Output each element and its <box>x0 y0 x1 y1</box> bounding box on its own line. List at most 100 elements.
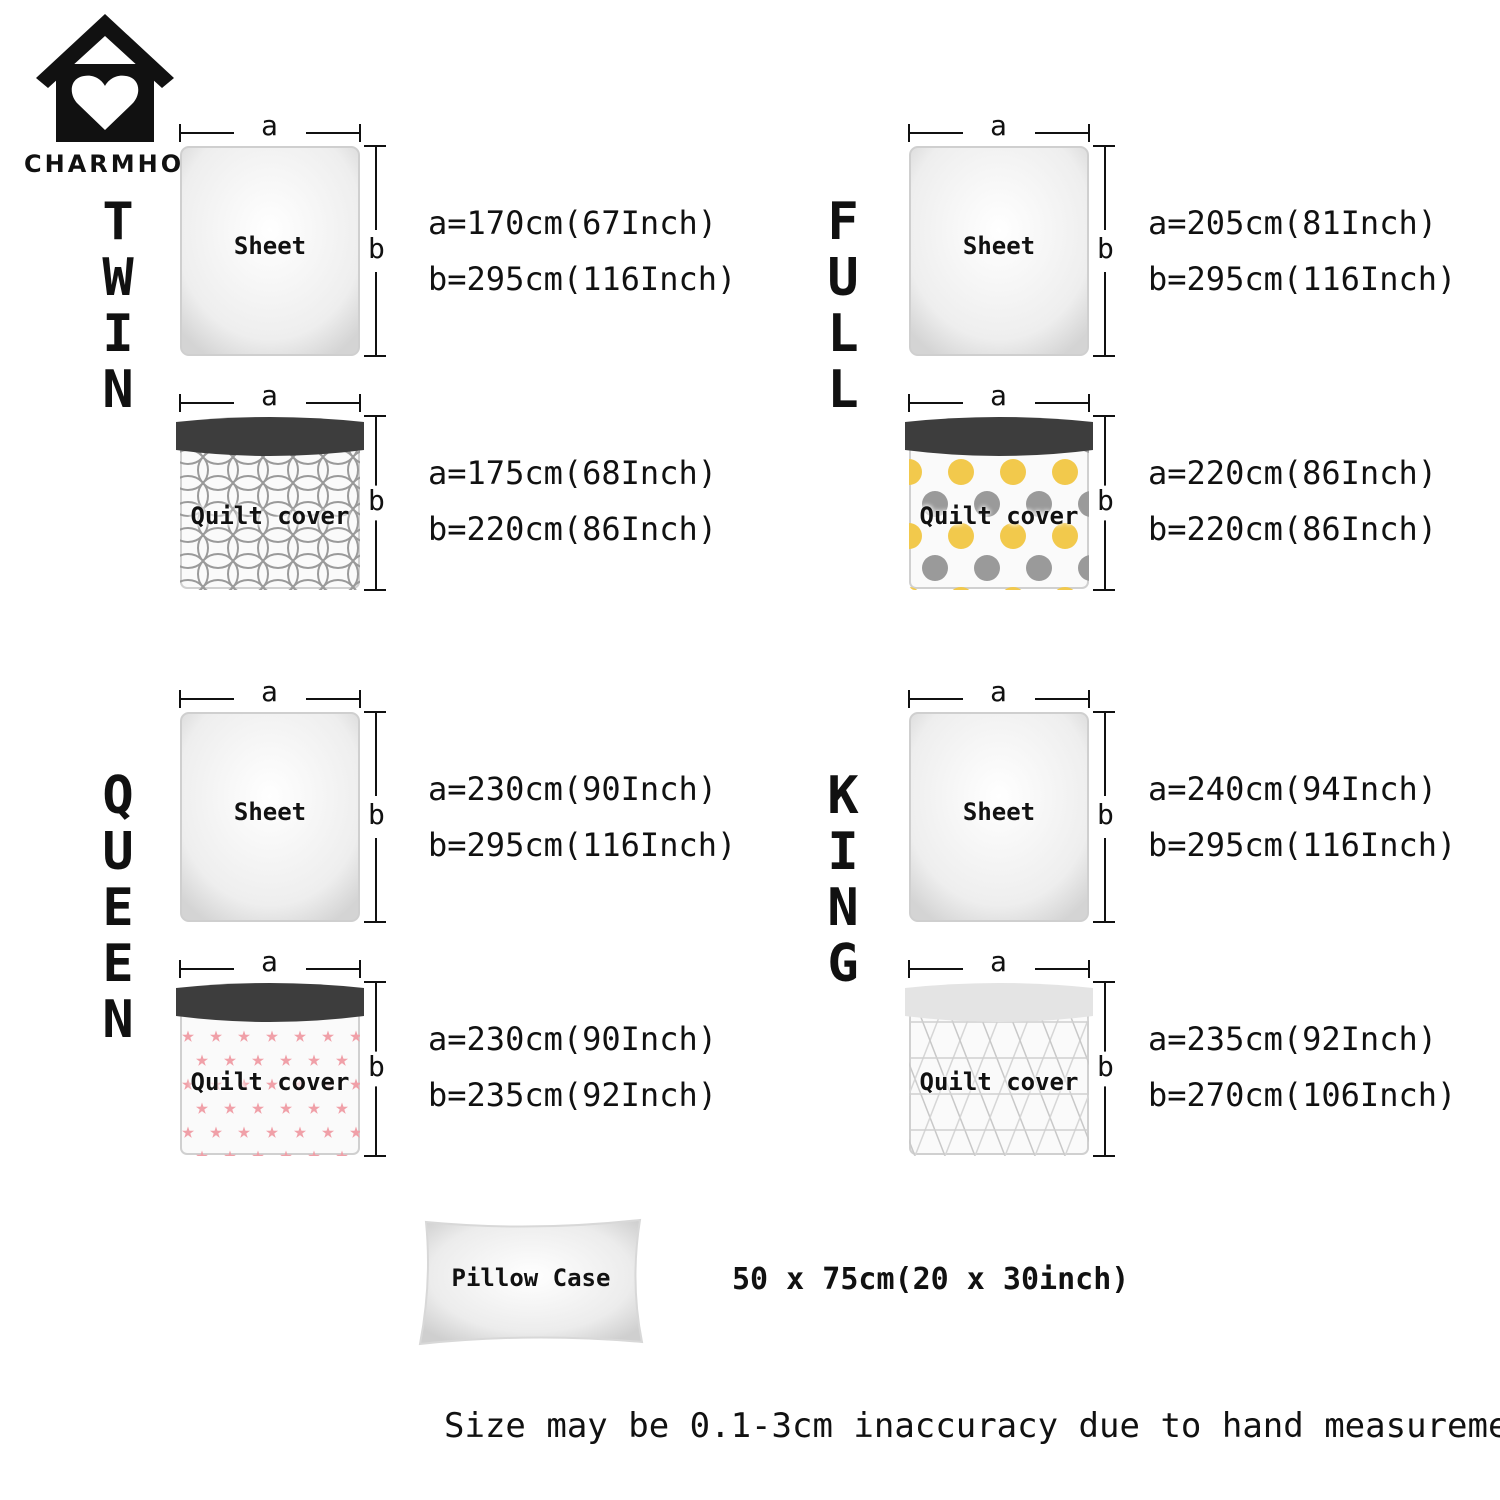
dimension-letter-b: b <box>1097 484 1114 517</box>
svg-text:★: ★ <box>181 1071 194 1096</box>
dimension-letter-b: b <box>368 484 385 517</box>
size-letter: E <box>102 934 134 994</box>
svg-text:★: ★ <box>195 1095 208 1120</box>
svg-text:★: ★ <box>335 1143 348 1168</box>
twin-quilt-cover-image: Quilt cover a b <box>176 382 386 591</box>
twin-sheet-label: Sheet <box>233 232 307 260</box>
queen-quilt-cover-image: ★★★★★★★★★★★★★★★★★★★★★★★★★★★★★★★★★★★★★★★★… <box>176 948 386 1157</box>
svg-text:★: ★ <box>349 1071 362 1096</box>
svg-text:★: ★ <box>293 1119 306 1144</box>
svg-text:★: ★ <box>321 1023 334 1048</box>
twin-quilt-a: a=175cm(68Inch) <box>428 454 717 492</box>
svg-text:★: ★ <box>321 1071 334 1096</box>
dimension-letter-a: a <box>261 675 278 708</box>
queen-quilt-a: a=230cm(90Inch) <box>428 1020 717 1058</box>
queen-sheet-a: a=230cm(90Inch) <box>428 770 717 808</box>
size-label-queen: Q U E E N <box>88 768 148 1048</box>
pillow-case-image: Pillow Case <box>416 1216 646 1348</box>
size-letter: W <box>102 248 134 308</box>
svg-text:★: ★ <box>349 1023 362 1048</box>
size-letter: U <box>827 248 859 308</box>
dimension-letter-a: a <box>990 945 1007 978</box>
dimension-letter-a: a <box>990 379 1007 412</box>
dimension-letter-b: b <box>1097 232 1114 265</box>
size-letter: G <box>827 934 859 994</box>
size-letter: K <box>827 766 859 826</box>
king-sheet-b: b=295cm(116Inch) <box>1148 826 1457 864</box>
svg-text:★: ★ <box>307 1047 320 1072</box>
size-label-twin: T W I N <box>88 194 148 418</box>
size-label-full: F U L L <box>813 194 873 418</box>
pillow-size: 50 x 75cm(20 x 30inch) <box>732 1262 1130 1297</box>
dimension-letter-a: a <box>990 675 1007 708</box>
dimension-letter-a: a <box>261 109 278 142</box>
dimension-letter-a: a <box>261 379 278 412</box>
twin-quilt-cover-label: Quilt cover <box>190 502 350 530</box>
full-quilt-b: b=220cm(86Inch) <box>1148 510 1437 548</box>
brand-name: CHARMHOME <box>24 150 231 178</box>
svg-text:★: ★ <box>279 1143 292 1168</box>
size-letter: L <box>827 304 859 364</box>
full-sheet-a: a=205cm(81Inch) <box>1148 204 1437 242</box>
svg-text:★: ★ <box>237 1071 250 1096</box>
size-letter: I <box>827 822 859 882</box>
svg-text:★: ★ <box>209 1119 222 1144</box>
pillow-case-label: Pillow Case <box>451 1264 611 1292</box>
twin-sheet-b: b=295cm(116Inch) <box>428 260 737 298</box>
full-sheet-image: Sheet a b <box>908 112 1115 357</box>
king-quilt-cover-label: Quilt cover <box>919 1068 1079 1096</box>
svg-text:★: ★ <box>307 1143 320 1168</box>
full-quilt-cover-image: Quilt cover a b <box>905 382 1115 591</box>
svg-text:★: ★ <box>349 1119 362 1144</box>
queen-quilt-cover-label: Quilt cover <box>190 1068 350 1096</box>
king-quilt-a: a=235cm(92Inch) <box>1148 1020 1437 1058</box>
house-heart-icon <box>36 14 174 142</box>
svg-text:★: ★ <box>279 1095 292 1120</box>
svg-text:★: ★ <box>223 1095 236 1120</box>
full-quilt-cover-label: Quilt cover <box>919 502 1079 530</box>
svg-text:★: ★ <box>181 1023 194 1048</box>
queen-sheet-b: b=295cm(116Inch) <box>428 826 737 864</box>
king-sheet-a: a=240cm(94Inch) <box>1148 770 1437 808</box>
twin-sheet-a: a=170cm(67Inch) <box>428 204 717 242</box>
king-sheet-label: Sheet <box>962 798 1036 826</box>
dimension-letter-a: a <box>990 109 1007 142</box>
size-letter: F <box>827 192 859 252</box>
size-letter: T <box>102 192 134 252</box>
dimension-letter-b: b <box>1097 798 1114 831</box>
svg-text:★: ★ <box>223 1047 236 1072</box>
size-letter: N <box>102 360 134 420</box>
dimension-letter-b: b <box>368 1050 385 1083</box>
svg-text:★: ★ <box>265 1071 278 1096</box>
svg-text:★: ★ <box>237 1119 250 1144</box>
svg-text:★: ★ <box>335 1047 348 1072</box>
size-letter: U <box>102 822 134 882</box>
size-letter: N <box>102 990 134 1050</box>
full-quilt-a: a=220cm(86Inch) <box>1148 454 1437 492</box>
size-label-king: K I N G <box>813 768 873 992</box>
twin-sheet-image: Sheet a b <box>179 112 386 357</box>
svg-text:★: ★ <box>279 1047 292 1072</box>
queen-quilt-b: b=235cm(92Inch) <box>428 1076 717 1114</box>
svg-text:★: ★ <box>265 1119 278 1144</box>
svg-text:★: ★ <box>251 1095 264 1120</box>
king-sheet-image: Sheet a b <box>908 678 1115 923</box>
dimension-letter-a: a <box>261 945 278 978</box>
svg-text:★: ★ <box>293 1023 306 1048</box>
size-letter: N <box>827 878 859 938</box>
full-sheet-b: b=295cm(116Inch) <box>1148 260 1457 298</box>
svg-text:★: ★ <box>181 1119 194 1144</box>
dimension-letter-b: b <box>368 798 385 831</box>
king-quilt-cover-image: Quilt cover a b <box>905 948 1115 1157</box>
size-letter: I <box>102 304 134 364</box>
dimension-letter-b: b <box>368 232 385 265</box>
svg-text:★: ★ <box>335 1095 348 1120</box>
full-sheet-label: Sheet <box>962 232 1036 260</box>
svg-text:★: ★ <box>209 1023 222 1048</box>
measurement-note: Size may be 0.1-3cm inaccuracy due to ha… <box>444 1406 1500 1446</box>
svg-text:★: ★ <box>293 1071 306 1096</box>
svg-text:★: ★ <box>223 1143 236 1168</box>
dimension-letter-b: b <box>1097 1050 1114 1083</box>
size-letter: L <box>827 360 859 420</box>
